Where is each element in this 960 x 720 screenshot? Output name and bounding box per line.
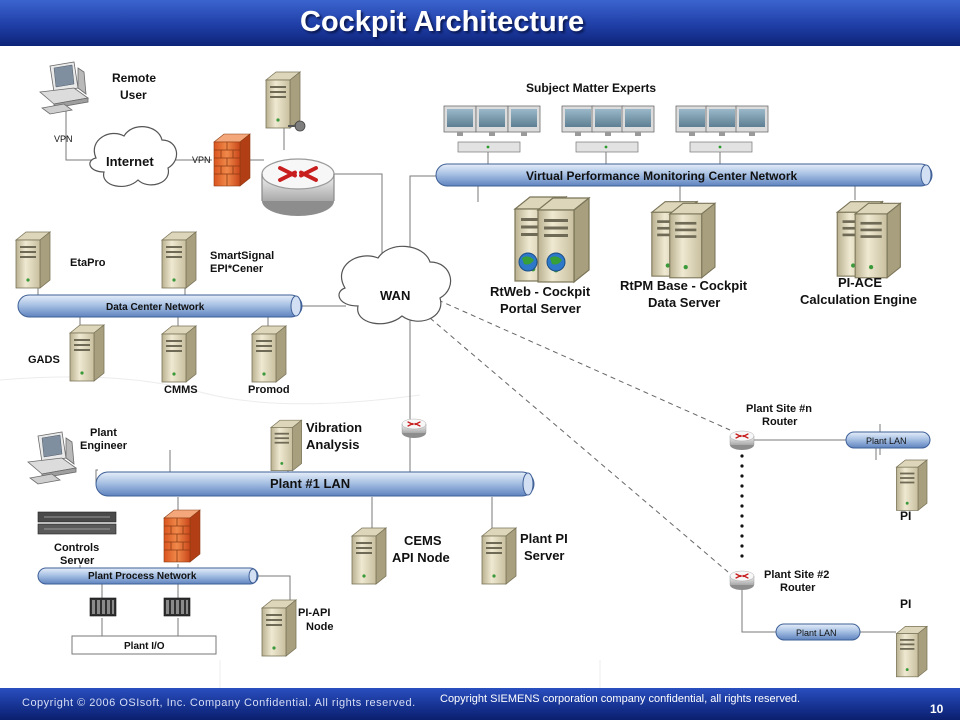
rtweb-server-icon: [514, 196, 590, 283]
promod-label: Promod: [248, 384, 290, 396]
site-n-pi-label: PI: [900, 509, 911, 523]
plant-firewall-icon: [163, 509, 201, 563]
plant-process-network-label: Plant Process Network: [88, 571, 197, 582]
cems-label-1: CEMS: [404, 533, 442, 548]
remote-user-label-1: Remote: [112, 71, 156, 85]
wan-links: [429, 299, 731, 573]
data-center-network-bus: [17, 294, 303, 318]
auth-server-icon: [265, 71, 301, 129]
site-n-label-2: Router: [762, 416, 798, 428]
site-n-plant-lan-label: Plant LAN: [866, 436, 907, 446]
site-2-plant-lan-label: Plant LAN: [796, 628, 837, 638]
plant-io-rack-icon-2: [163, 597, 191, 617]
piapi-server-icon: [261, 599, 297, 657]
internet-cloud: [89, 126, 178, 188]
main-router-icon: [260, 157, 336, 218]
site-chain-dots: [740, 454, 744, 558]
site-n-label-1: Plant Site #n: [746, 403, 812, 415]
cems-server-icon: [351, 527, 387, 585]
plant-router-icon: [401, 418, 427, 439]
rtpm-label-1: RtPM Base - Cockpit: [620, 278, 748, 293]
promod-server-icon: [251, 325, 287, 383]
vpn-label-1: VPN: [54, 134, 73, 144]
site-2-router-icon: [729, 570, 755, 591]
key-icon: [288, 120, 306, 132]
footer-bar: [0, 688, 960, 720]
sme-workstation-group-2: [561, 105, 655, 153]
controls-label-2: Server: [60, 555, 95, 567]
cems-label-2: API Node: [392, 550, 450, 565]
cmms-label: CMMS: [164, 384, 198, 396]
architecture-diagram: Internet WAN Virtual Performance Monitor…: [0, 61, 933, 688]
rtweb-label-2: Portal Server: [500, 301, 581, 316]
piapi-label-1: PI-API: [298, 607, 330, 619]
plant-pi-label-1: Plant PI: [520, 531, 568, 546]
site-2-pi-label: PI: [900, 597, 911, 611]
plant-process-network-bus: [37, 567, 259, 585]
piace-label-1: PI-ACE: [838, 275, 882, 290]
plant-pi-server-icon: [481, 527, 517, 585]
plant-engineer-label-2: Engineer: [80, 440, 128, 452]
sme-label: Subject Matter Experts: [526, 81, 656, 95]
cmms-server-icon: [161, 325, 197, 383]
wan-cloud: [338, 245, 452, 325]
footer-copyright-siemens: Copyright SIEMENS corporation company co…: [440, 693, 801, 705]
vibration-label-1: Vibration: [306, 420, 362, 435]
site-2-plant-lan-bus: [775, 623, 861, 641]
rtpm-label-2: Data Server: [648, 295, 720, 310]
firewall-icon: [213, 133, 251, 187]
remote-user-pc-icon: [39, 61, 89, 115]
plant-io-label: Plant I/O: [124, 641, 165, 652]
internet-label: Internet: [106, 154, 154, 169]
sme-workstation-group-1: [443, 105, 541, 153]
site-2-label-1: Plant Site #2: [764, 569, 829, 581]
vpmc-network-label: Virtual Performance Monitoring Center Ne…: [526, 169, 797, 183]
piace-label-2: Calculation Engine: [800, 292, 917, 307]
title-bar: [0, 0, 960, 46]
site-n-pi-server-icon: [895, 459, 928, 511]
etapro-label: EtaPro: [70, 257, 106, 269]
vpmc-network-bus: [435, 163, 933, 187]
data-center-network-label: Data Center Network: [106, 302, 205, 313]
page-number: 10: [930, 702, 944, 716]
controls-server-icon: [37, 511, 117, 535]
plant-lan-bus: [95, 471, 535, 497]
vpn-label-2: VPN: [192, 155, 211, 165]
plant-io-rack-icon-1: [89, 597, 117, 617]
smartsignal-server-icon: [161, 231, 197, 289]
wan-label: WAN: [380, 288, 410, 303]
controls-label-1: Controls: [54, 542, 99, 554]
site-n-plant-lan-bus: [845, 431, 931, 449]
gads-server-icon: [69, 324, 105, 382]
connection-lines: [37, 106, 896, 636]
sme-workstation-group-3: [675, 105, 769, 153]
site-n-router-icon: [729, 430, 755, 451]
site-2-pi-server-icon: [895, 625, 928, 678]
gads-label: GADS: [28, 354, 60, 366]
page-title: Cockpit Architecture: [300, 6, 585, 38]
footer-copyright-osisoft: Copyright © 2006 OSIsoft, Inc. Company C…: [22, 697, 416, 709]
plant-engineer-label-1: Plant: [90, 427, 117, 439]
vibration-label-2: Analysis: [306, 437, 359, 452]
rtpm-server-icon: [651, 200, 716, 279]
smartsignal-label-2: EPI*Cener: [210, 263, 264, 275]
piapi-label-2: Node: [306, 621, 334, 633]
plant-lan-label: Plant #1 LAN: [270, 476, 350, 491]
plant-io-box: [71, 635, 217, 655]
plant-engineer-pc-icon: [27, 431, 77, 485]
site-2-label-2: Router: [780, 582, 816, 594]
etapro-server-icon: [15, 231, 51, 289]
remote-user-label-2: User: [120, 88, 147, 102]
piace-server-icon: [836, 200, 902, 279]
vibration-server-icon: [270, 419, 303, 472]
rtweb-label-1: RtWeb - Cockpit: [490, 284, 591, 299]
plant-pi-label-2: Server: [524, 548, 564, 563]
smartsignal-label-1: SmartSignal: [210, 250, 274, 262]
